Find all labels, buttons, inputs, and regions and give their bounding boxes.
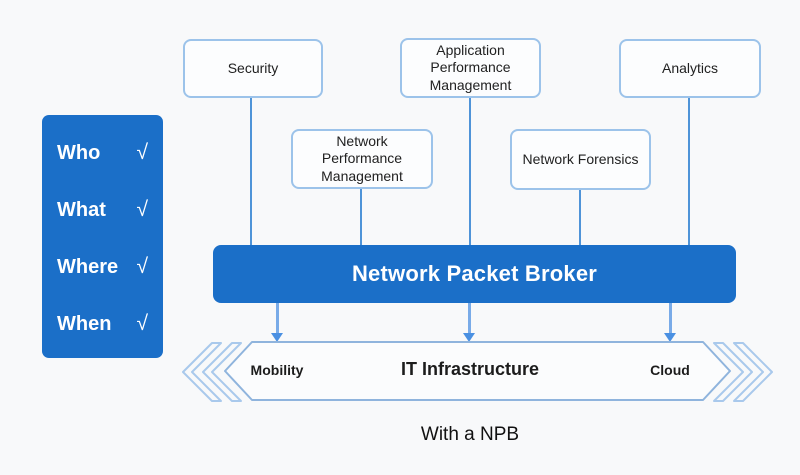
box-security: Security: [183, 39, 323, 98]
banner-label-mobility: Mobility: [250, 362, 304, 378]
chevron-right-outer-icon: [733, 342, 773, 402]
connector-npm: [360, 188, 362, 247]
banner-label-it-infrastructure: IT Infrastructure: [400, 359, 540, 379]
w-row-who: Who √: [57, 142, 148, 163]
down-arrow-cloud: [664, 303, 676, 342]
box-network-forensics: Network Forensics: [510, 129, 651, 190]
checkmark-icon: √: [136, 141, 148, 164]
box-application-performance-management: Application Performance Management: [400, 38, 541, 98]
arrow-head-icon: [271, 333, 283, 342]
connector-analytics: [688, 97, 690, 247]
w-row-what: What √: [57, 199, 148, 220]
box-analytics-label: Analytics: [661, 59, 719, 76]
box-npm-label: Network Performance Management: [321, 132, 403, 184]
w-label: Where: [57, 255, 119, 278]
diagram-caption: With a NPB: [420, 424, 520, 445]
w-label: What: [57, 198, 106, 221]
arrow-head-icon: [463, 333, 475, 342]
box-forensics-label: Network Forensics: [522, 150, 639, 167]
connector-apm: [469, 97, 471, 247]
box-apm-label: Application Performance Management: [429, 41, 512, 93]
w-row-where: Where √: [57, 256, 148, 277]
arrow-head-icon: [664, 333, 676, 342]
connector-forensics: [579, 189, 581, 247]
arrow-shaft: [275, 303, 279, 334]
box-analytics: Analytics: [619, 39, 761, 98]
box-network-performance-management: Network Performance Management: [291, 129, 433, 189]
banner-label-cloud: Cloud: [650, 362, 690, 378]
down-arrow-mobility: [271, 303, 283, 342]
arrow-shaft: [668, 303, 672, 334]
connector-security: [250, 97, 252, 247]
checkmark-icon: √: [136, 198, 148, 221]
checkmark-icon: √: [136, 312, 148, 335]
w-label: When: [57, 312, 112, 335]
broker-bar-label: Network Packet Broker: [351, 261, 598, 286]
down-arrow-it-infrastructure: [463, 303, 475, 342]
w-row-when: When √: [57, 313, 148, 334]
chevron-left-outer-icon: [182, 342, 222, 402]
it-infrastructure-banner: [182, 341, 773, 402]
arrow-shaft: [467, 303, 471, 334]
w-questions-panel: Who √ What √ Where √ When √: [42, 115, 163, 358]
chevron-left-inner-icon: [202, 342, 242, 402]
network-packet-broker-bar: Network Packet Broker: [213, 245, 736, 303]
box-security-label: Security: [227, 59, 279, 76]
banner-body: [224, 341, 731, 401]
checkmark-icon: √: [136, 255, 148, 278]
w-label: Who: [57, 141, 101, 164]
chevron-right-inner-icon: [713, 342, 753, 402]
